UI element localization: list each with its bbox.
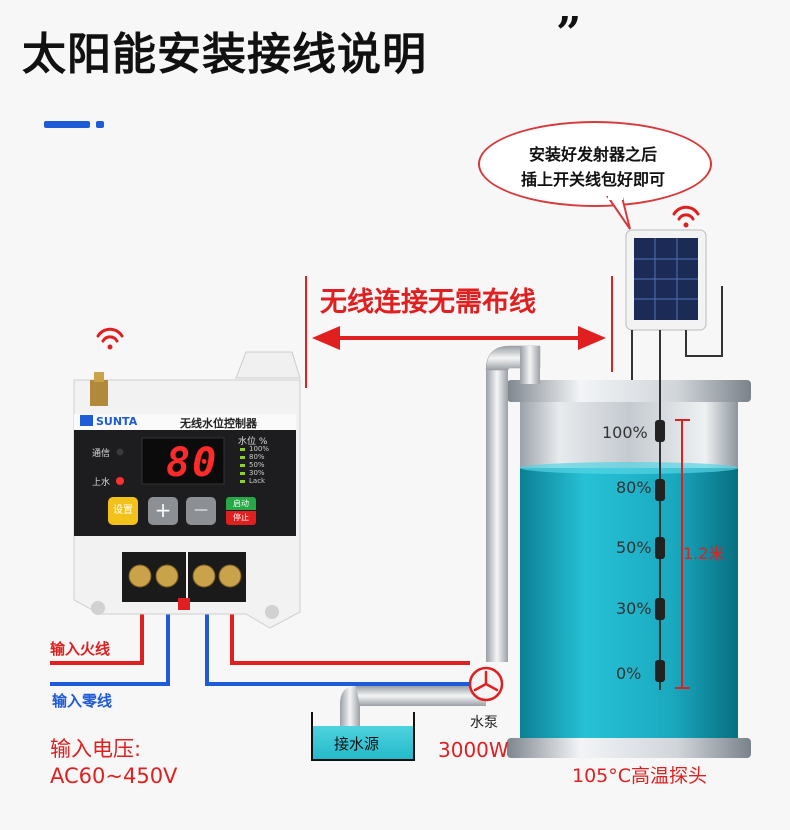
minus-button[interactable]: — xyxy=(186,497,216,525)
probe-note: 105°C高温探头 xyxy=(572,765,708,787)
pump-power: 3000W xyxy=(438,738,509,762)
title-underline-dot xyxy=(96,121,104,128)
tank-level-30: 30% xyxy=(616,599,652,618)
level-probe xyxy=(631,320,665,690)
neutral-wire xyxy=(50,596,470,686)
plus-button[interactable]: + xyxy=(148,497,178,525)
level-mark: 30% xyxy=(249,469,265,477)
level-mark: 100% xyxy=(249,445,270,453)
level-mark: 80% xyxy=(249,453,265,461)
outlet-pipe xyxy=(485,345,541,662)
pump-icon xyxy=(468,666,504,702)
tank-level-100: 100% xyxy=(602,423,648,442)
controller-model: 无线水位控制器 xyxy=(180,417,257,430)
level-marks: 100% 80% 50% 30% Lack xyxy=(249,445,269,485)
set-button[interactable]: 设置 xyxy=(108,497,138,525)
wifi-icon-transmitter xyxy=(672,205,700,228)
bubble-text-line2: 插上开关线包好即可 xyxy=(520,170,665,189)
title-underline xyxy=(44,121,90,128)
pump-label: 水泵 xyxy=(470,715,498,731)
page-title: 太阳能安装接线说明 xyxy=(22,29,427,80)
neutral-wire-label: 输入零线 xyxy=(52,692,113,710)
water-source-tank xyxy=(311,712,415,761)
live-wire-label: 输入火线 xyxy=(50,640,111,658)
wifi-icon-controller xyxy=(96,327,124,350)
solar-transmitter xyxy=(625,229,723,360)
speech-bubble xyxy=(478,121,712,207)
level-mark: 50% xyxy=(249,461,265,469)
voltage-label: 输入电压: xyxy=(50,737,142,761)
level-mark: Lack xyxy=(249,477,266,485)
speech-bubble-tail xyxy=(606,195,631,230)
stop-button[interactable]: 停止 xyxy=(226,511,256,525)
inlet-pipe xyxy=(340,686,486,728)
level-display: 80 xyxy=(166,440,219,486)
water-label: 上水 xyxy=(92,478,111,488)
tank-level-0: 0% xyxy=(616,664,642,683)
water-source-label: 接水源 xyxy=(334,735,380,753)
wireless-banner: 无线连接无需布线 xyxy=(320,287,536,318)
voltage-range: AC60~450V xyxy=(50,764,178,788)
bubble-text-line1: 安装好发射器之后 xyxy=(528,145,657,164)
tank-level-80: 80% xyxy=(616,478,652,497)
signal-label: 通信 xyxy=(92,449,111,459)
controller-device xyxy=(73,351,301,629)
live-wire xyxy=(50,596,470,665)
level-header: 水位 % xyxy=(238,437,268,447)
tank-level-50: 50% xyxy=(616,538,652,557)
wireless-arrow xyxy=(305,276,613,388)
water-tank xyxy=(507,380,751,758)
controller-brand: SUNTA xyxy=(96,415,138,428)
start-button[interactable]: 启动 xyxy=(226,497,256,510)
height-marker xyxy=(675,419,690,689)
tank-height-note: 1.2米 xyxy=(683,544,725,563)
title-quote-mark: ” xyxy=(556,8,582,59)
